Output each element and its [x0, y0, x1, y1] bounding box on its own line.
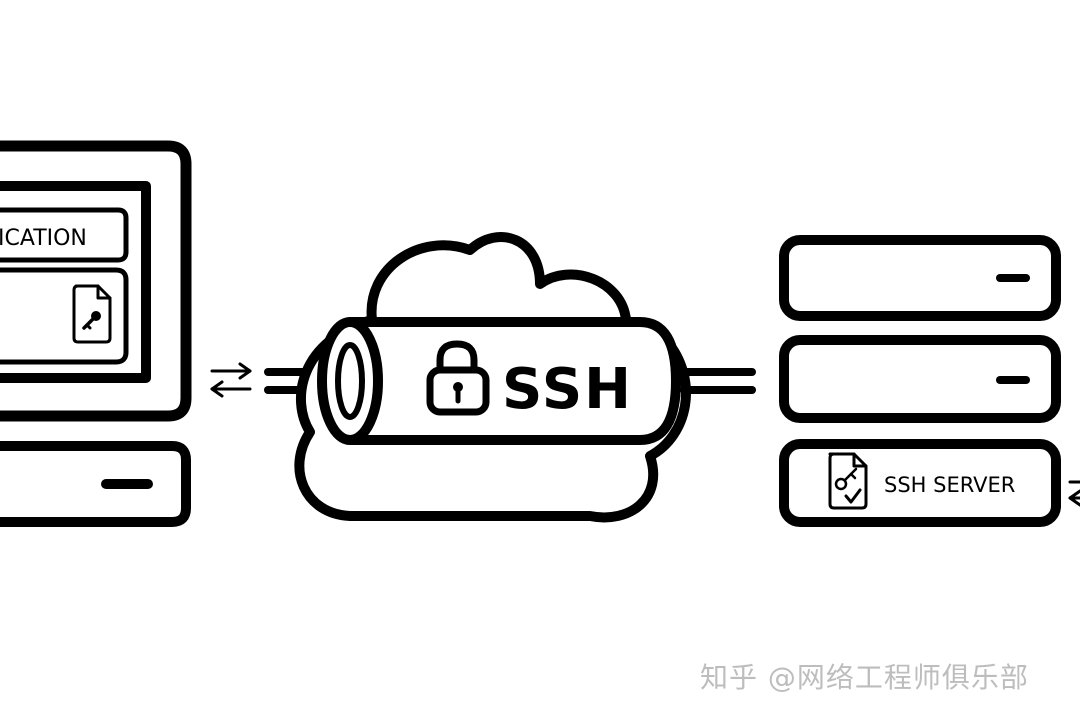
server-slots [996, 274, 1030, 384]
key-document-icon [72, 284, 112, 344]
server-certificate-icon [828, 452, 868, 510]
server-unit-3 [779, 439, 1061, 527]
server-unit-1 [779, 235, 1061, 321]
server-label: SSH SERVER [884, 473, 1015, 497]
client-monitor [0, 140, 192, 422]
client-app-titlebar [0, 207, 129, 263]
padlock-icon [426, 340, 490, 416]
server-unit-2 [779, 335, 1061, 423]
server-rack [779, 235, 1061, 527]
client-app-label: ICATION [0, 226, 87, 251]
tunnel-ssh-label: SSH [502, 357, 633, 422]
exchange-arrows-icon-right [1068, 480, 1080, 507]
exchange-arrows-icon-left [210, 362, 252, 398]
client-computer [0, 140, 192, 527]
client-app-content [0, 267, 129, 365]
watermark: 知乎 @网络工程师俱乐部 [700, 661, 1029, 694]
client-screen-bezel [0, 181, 151, 383]
server-connection-lines [680, 368, 756, 394]
client-base [0, 441, 191, 527]
